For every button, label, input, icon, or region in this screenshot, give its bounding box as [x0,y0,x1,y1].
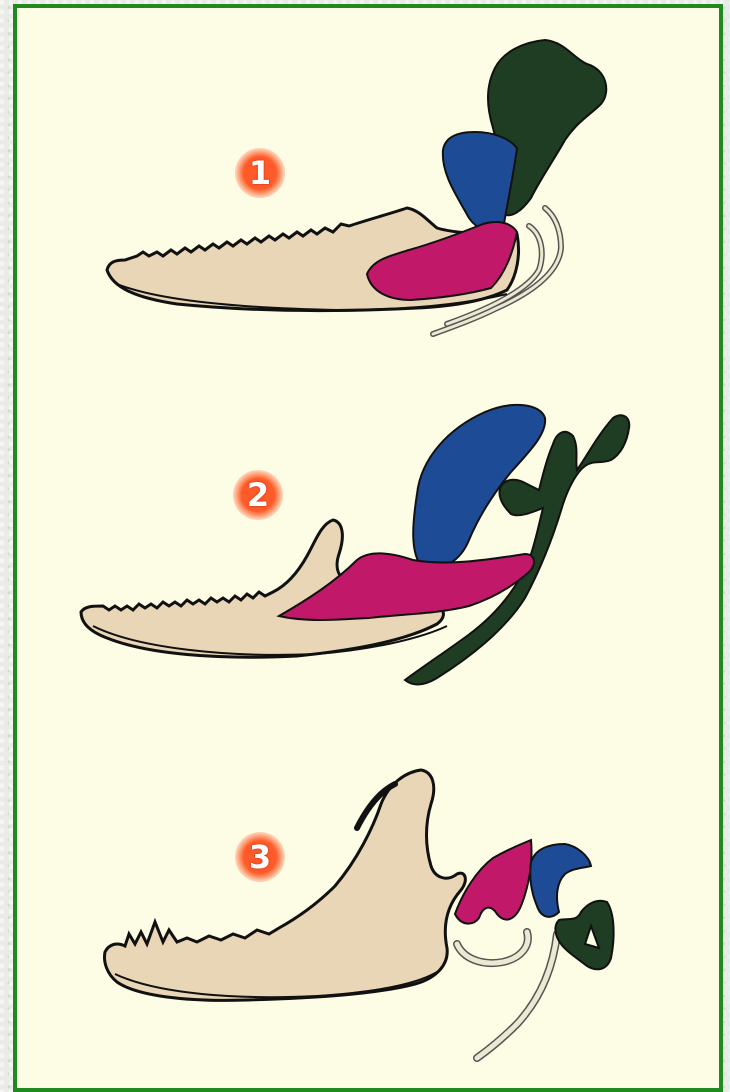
stage-3-jaw-bone [105,770,466,1000]
stage-3-dark-green-bone [555,901,613,970]
stage-2-number-badge: 2 [233,470,283,520]
stage-3-number: 3 [249,838,271,876]
stage-3-ear-bones [457,932,557,1058]
stage-3-number-badge: 3 [235,832,285,882]
stage-3-blue-bone [530,844,591,917]
stage-2-illustration [81,405,629,685]
stage-1-blue-bone [443,132,517,232]
stage-1-number-badge: 1 [235,148,285,198]
stage-3-illustration [105,770,614,1058]
jaw-evolution-diagram [17,8,719,1088]
diagram-frame: 1 2 3 [13,4,723,1092]
stage-2-number: 2 [247,476,269,514]
stage-1-illustration [107,40,606,334]
stage-1-number: 1 [249,154,271,192]
